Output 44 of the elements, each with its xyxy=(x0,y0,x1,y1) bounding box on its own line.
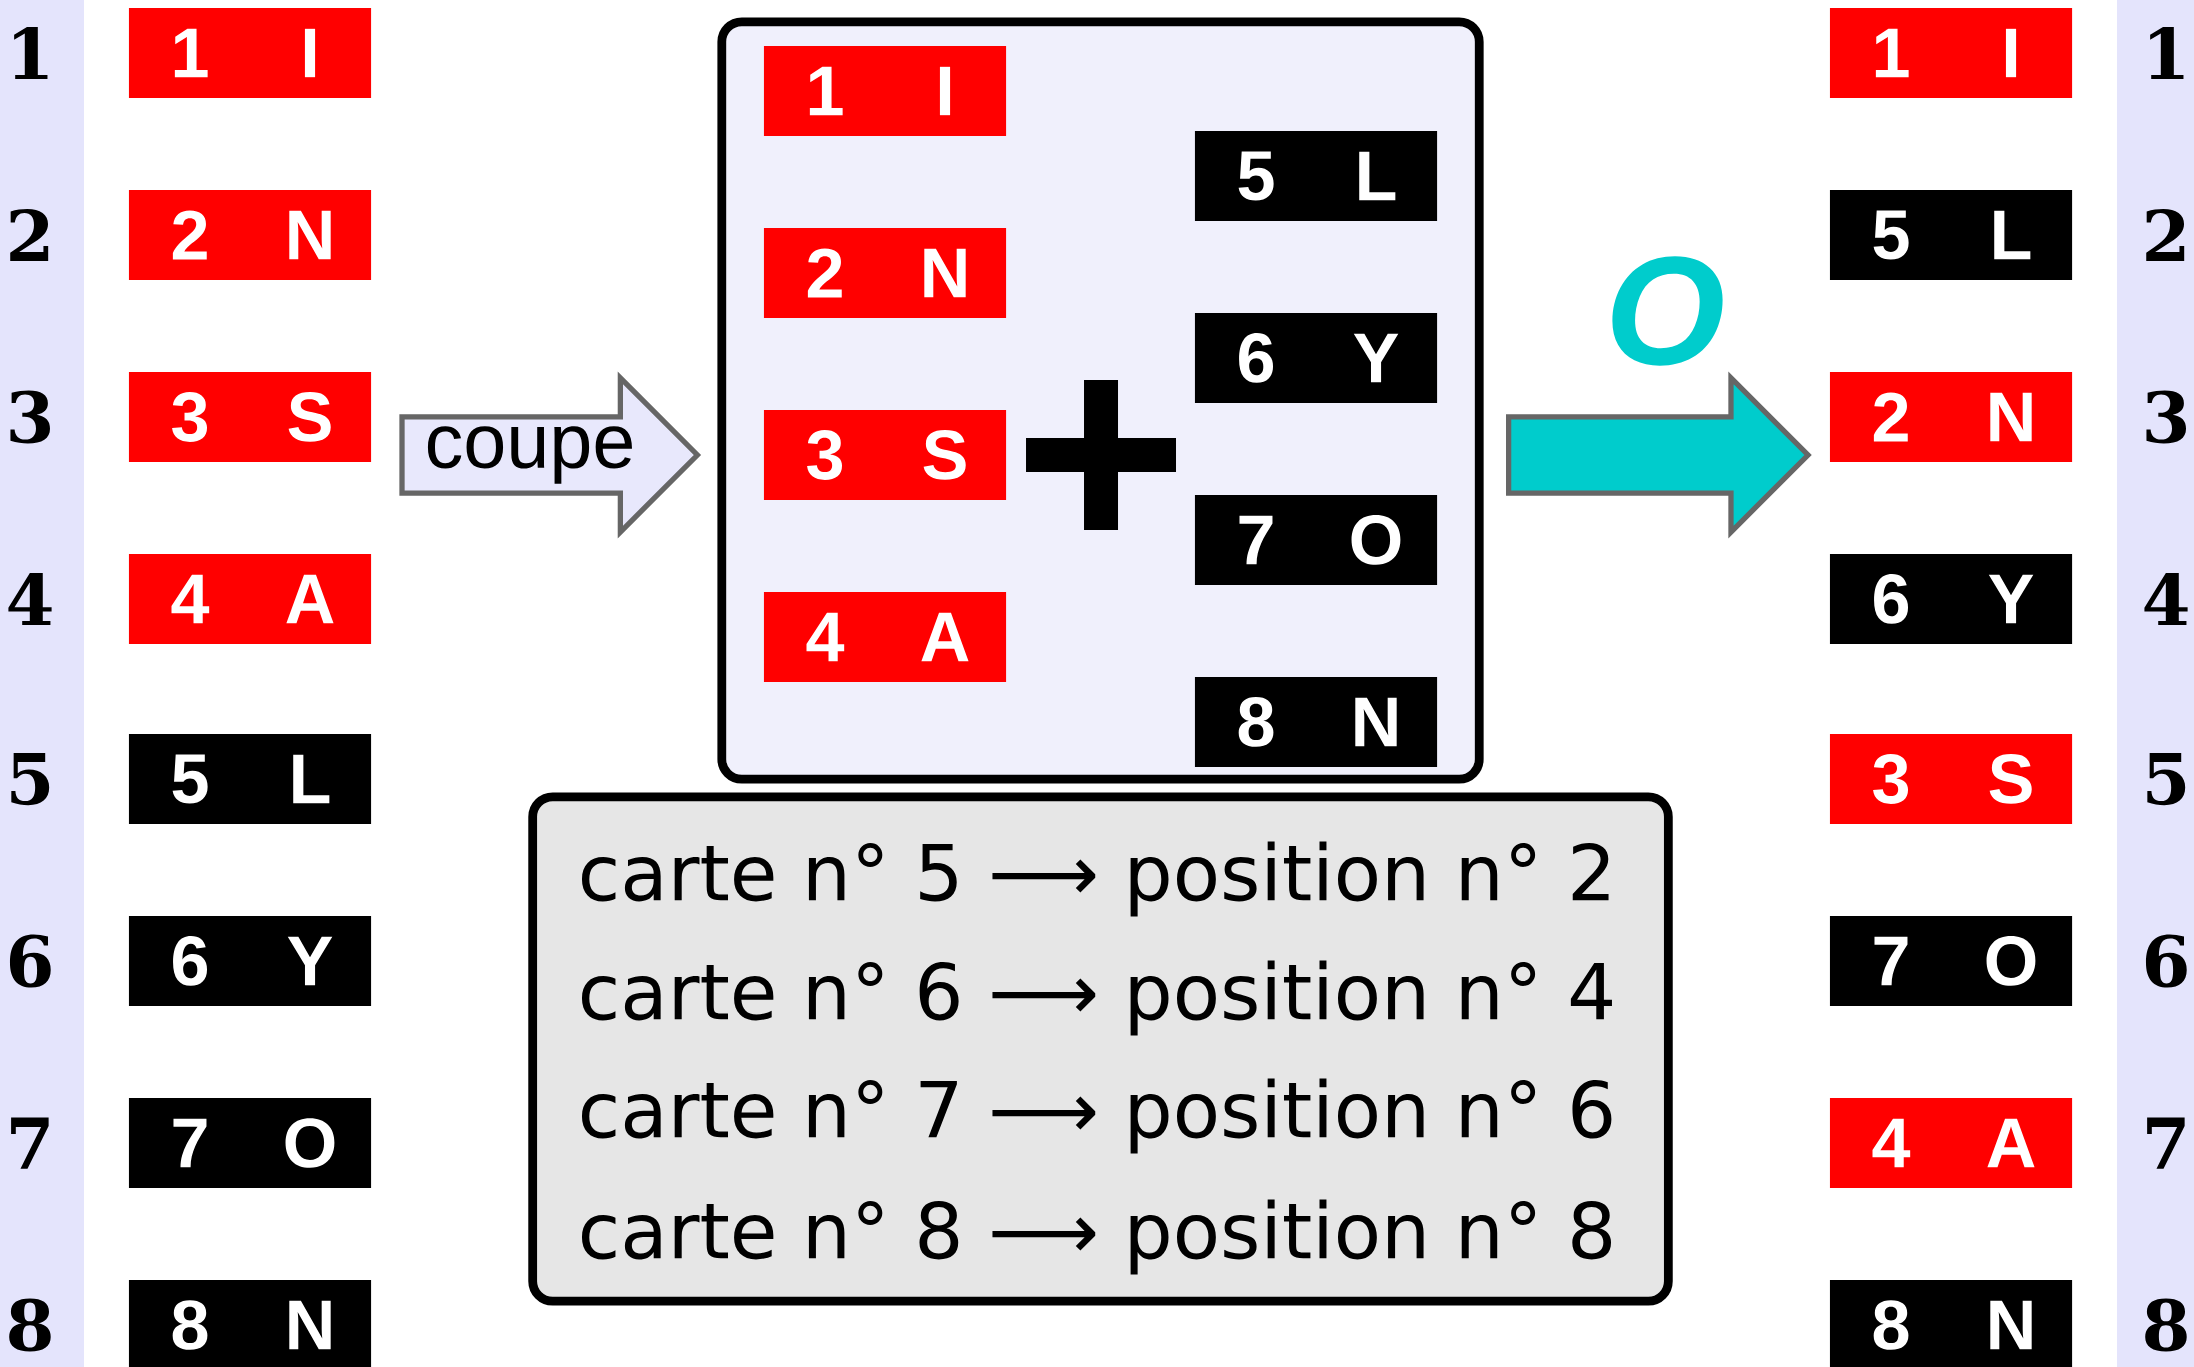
row-number: 2 xyxy=(2146,208,2185,262)
card: 1 I xyxy=(128,7,372,98)
card: 8 N xyxy=(1194,677,1438,768)
row-number: 1 xyxy=(2150,26,2184,80)
edge-label: coupe xyxy=(421,422,639,488)
card: 5 L xyxy=(1829,189,2073,281)
card: 2 N xyxy=(1829,371,2073,462)
row-number: 6 xyxy=(9,934,51,988)
row-number: 3 xyxy=(10,390,50,444)
card: 2 N xyxy=(763,228,1007,319)
card: 1 I xyxy=(1829,7,2073,98)
card: 3 S xyxy=(763,409,1007,500)
card: 4 A xyxy=(763,591,1007,682)
card: 5 L xyxy=(128,734,372,825)
rules-box: carte n° 5 ⟶ position n° 2 carte n° 6 ⟶ position n° 4 carte n° 7 ⟶ position n° 6 carte n° 8 ⟶ position n° 8 xyxy=(528,792,1673,1306)
row-number: 5 xyxy=(11,752,50,806)
card: 8 N xyxy=(128,1280,372,1367)
row-number: 2 xyxy=(10,208,49,262)
row-number: 3 xyxy=(2146,390,2186,444)
card: 7 O xyxy=(1194,494,1438,585)
row-number: 4 xyxy=(8,572,52,626)
row-number: 6 xyxy=(2145,934,2187,988)
row-number: 5 xyxy=(2147,752,2186,806)
block-arrow xyxy=(1506,371,1812,539)
card: 4 A xyxy=(1829,1097,2073,1188)
row-number: 8 xyxy=(9,1298,51,1352)
card: 4 A xyxy=(128,553,372,644)
edge-label: O xyxy=(1612,256,1723,366)
row-number: 7 xyxy=(11,1117,49,1169)
row-number: 8 xyxy=(2145,1298,2187,1352)
card: 7 O xyxy=(128,1097,372,1188)
card: 3 S xyxy=(128,371,372,462)
card: 6 Y xyxy=(128,915,372,1006)
card: 7 O xyxy=(1829,915,2073,1006)
card: 5 L xyxy=(1194,130,1438,222)
card: 6 Y xyxy=(1829,553,2073,644)
card: 8 N xyxy=(1829,1280,2073,1367)
row-number: 4 xyxy=(2144,572,2188,626)
card: 1 I xyxy=(763,45,1007,136)
card: 2 N xyxy=(128,189,372,281)
card: 3 S xyxy=(1829,734,2073,825)
row-number: 7 xyxy=(2147,1117,2185,1169)
row-number: 1 xyxy=(14,26,48,80)
card: 6 Y xyxy=(1194,312,1438,403)
